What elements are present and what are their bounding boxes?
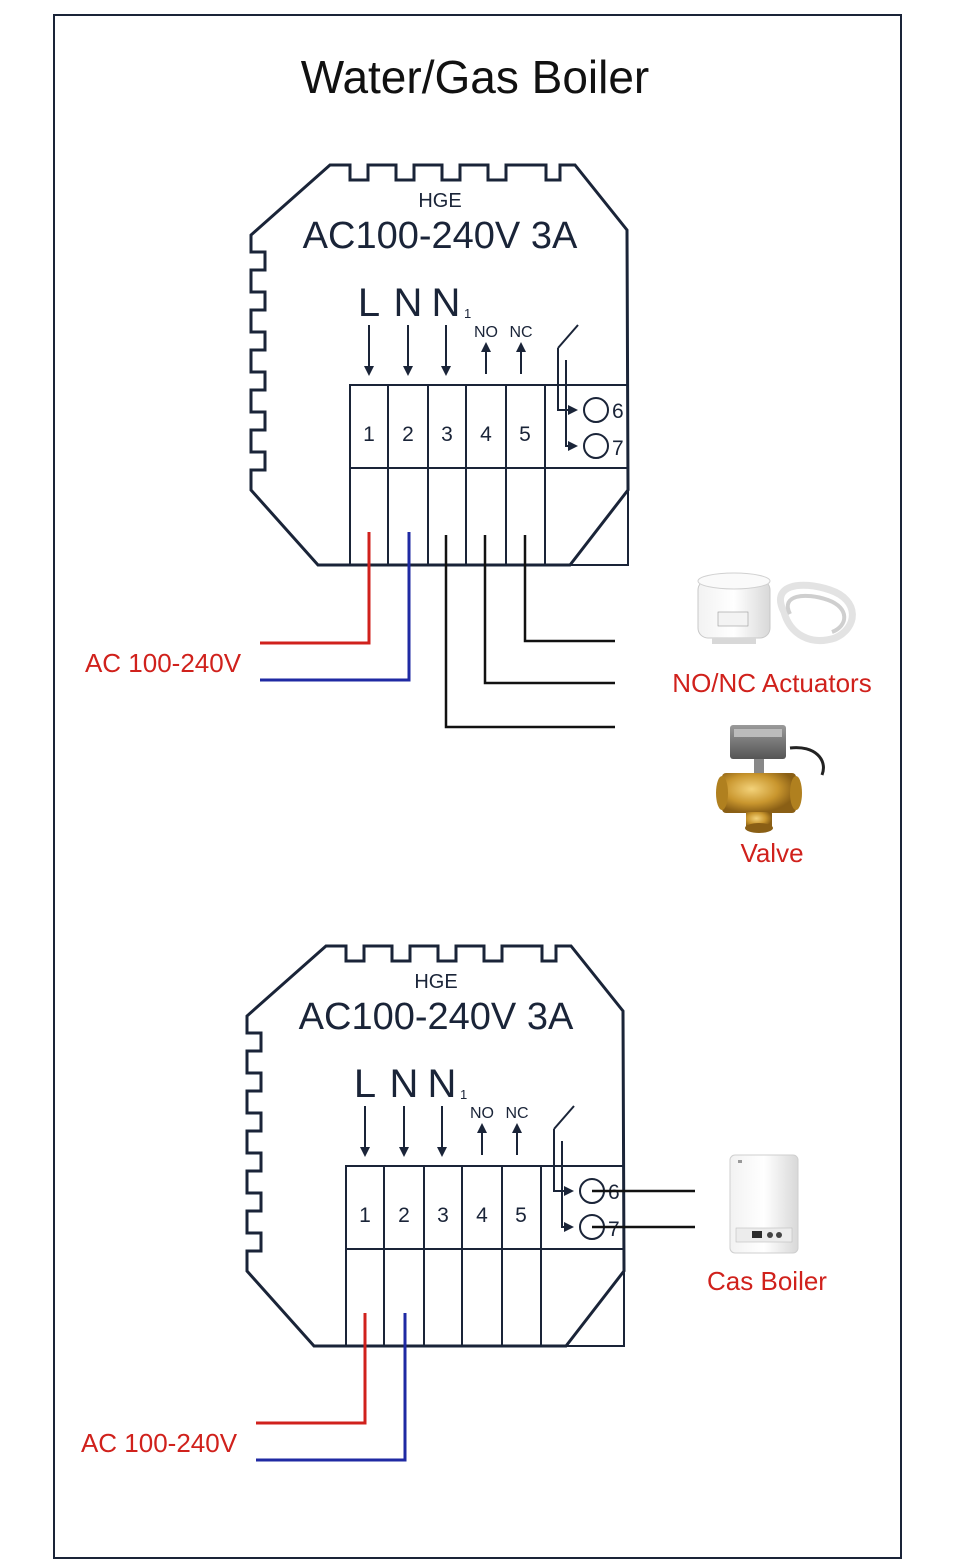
input-label-n: N bbox=[390, 1062, 419, 1106]
terminal-2: 2 bbox=[398, 1204, 410, 1227]
output-label-nc: NC bbox=[505, 1105, 528, 1122]
thermostat-unit-1: HGE AC100-240V 3A L N N 1 NO NC 1 2 3 4 … bbox=[251, 165, 628, 565]
actuator-image bbox=[697, 572, 856, 644]
output-label-no: NO bbox=[470, 1105, 494, 1122]
terminal-5: 5 bbox=[515, 1204, 527, 1227]
terminal-5: 5 bbox=[519, 423, 531, 446]
terminal-1: 1 bbox=[359, 1204, 371, 1227]
power-label: AC 100-240V bbox=[81, 1428, 238, 1458]
valve-image bbox=[716, 725, 825, 833]
n1-subscript: 1 bbox=[464, 306, 471, 321]
terminal-3: 3 bbox=[441, 423, 453, 446]
neutral-wire bbox=[256, 1313, 407, 1462]
terminal-1: 1 bbox=[363, 423, 375, 446]
wire-terminal-4 bbox=[483, 535, 615, 685]
live-wire bbox=[260, 532, 371, 645]
relay-terminal-6: 6 bbox=[608, 1181, 620, 1204]
live-wire bbox=[256, 1313, 367, 1425]
terminal-4: 4 bbox=[476, 1204, 488, 1227]
output-label-no: NO bbox=[474, 324, 498, 341]
boiler-image bbox=[729, 1154, 799, 1254]
input-label-n1: N bbox=[428, 1062, 457, 1106]
rating-label: AC100-240V 3A bbox=[303, 215, 578, 257]
n1-subscript: 1 bbox=[460, 1087, 467, 1102]
page-title: Water/Gas Boiler bbox=[301, 51, 650, 103]
terminal-3: 3 bbox=[437, 1204, 449, 1227]
rating-label: AC100-240V 3A bbox=[299, 996, 574, 1038]
thermostat-unit-2: HGE AC100-240V 3A L N N 1 NO NC 1 2 3 4 … bbox=[247, 946, 624, 1346]
brand-label: HGE bbox=[414, 971, 457, 993]
terminal-2: 2 bbox=[402, 423, 414, 446]
device-label-boiler: Cas Boiler bbox=[707, 1266, 827, 1296]
device-label-valve: Valve bbox=[740, 838, 803, 868]
input-label-n1: N bbox=[432, 281, 461, 325]
neutral-wire bbox=[260, 532, 411, 682]
wire-terminal-5 bbox=[523, 535, 615, 643]
relay-terminal-7: 7 bbox=[612, 437, 624, 460]
relay-terminal-6: 6 bbox=[612, 400, 624, 423]
brand-label: HGE bbox=[418, 190, 461, 212]
input-label-l: L bbox=[358, 281, 380, 325]
power-label: AC 100-240V bbox=[85, 648, 242, 678]
relay-terminal-7: 7 bbox=[608, 1218, 620, 1241]
input-label-l: L bbox=[354, 1062, 376, 1106]
wire-terminal-3 bbox=[444, 535, 615, 729]
device-label-actuators: NO/NC Actuators bbox=[672, 668, 871, 698]
output-label-nc: NC bbox=[509, 324, 532, 341]
terminal-4: 4 bbox=[480, 423, 492, 446]
input-label-n: N bbox=[394, 281, 423, 325]
outer-frame bbox=[53, 14, 902, 1559]
